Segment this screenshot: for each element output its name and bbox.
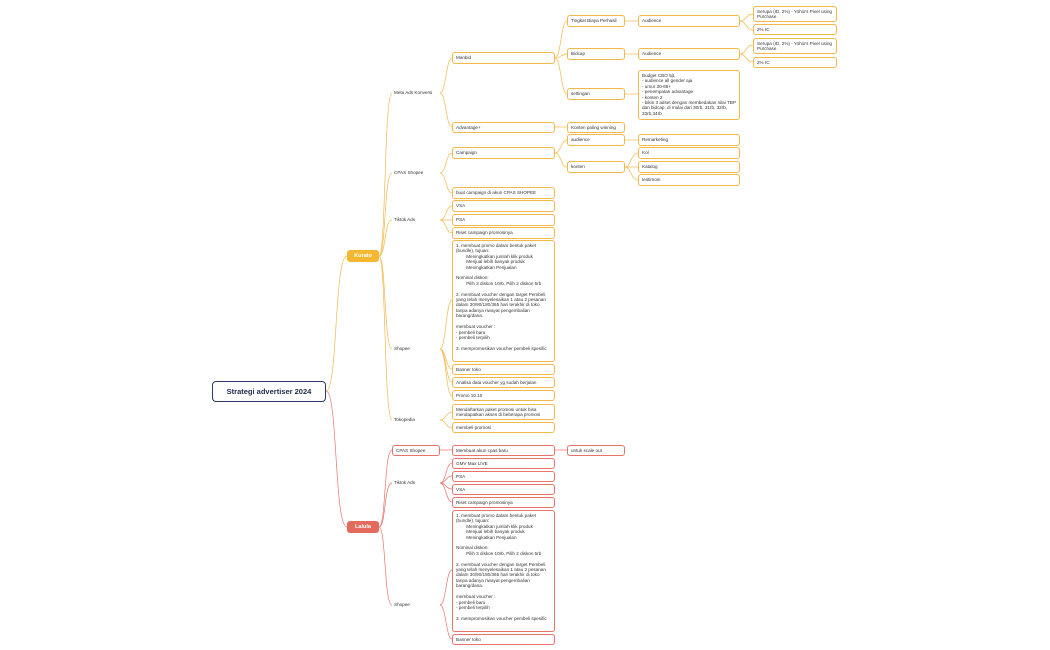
shopee-node[interactable]: Shopee — [394, 346, 410, 351]
scale-out-node[interactable]: untuk scale out — [567, 445, 625, 456]
audience-node[interactable]: audience — [567, 134, 625, 146]
manbid-node[interactable]: Manbid — [452, 52, 555, 64]
psa-node[interactable]: PSA — [452, 214, 555, 226]
analisa-node[interactable]: Analisa data voucher yg sudah berjalan — [452, 377, 555, 388]
lalula-vsa-node[interactable]: VSA — [452, 484, 555, 495]
membeli-promosi-node[interactable]: membeli promosi — [452, 422, 555, 433]
lalula-tiktok-node[interactable]: Tiktok Ads — [394, 480, 416, 485]
tingkat-biaya-node[interactable]: Tingkat Biaya Perhasil — [567, 15, 625, 27]
promo-text-node[interactable]: 1. membuat promo dalam bentuk paket (bun… — [452, 240, 555, 362]
lalula-cpas-node[interactable]: CPAS Shopee — [392, 445, 440, 456]
cpas-shopee-node[interactable]: CPAS Shopee — [394, 170, 424, 175]
promo-1010-node[interactable]: Promo 10.10 — [452, 390, 555, 401]
konten-winning-node[interactable]: Konten paling winning — [567, 122, 625, 133]
kurato-node[interactable]: Kurato — [347, 250, 379, 262]
advantage-node[interactable]: Advantage+ — [452, 122, 555, 133]
membuat-akun-node[interactable]: Membuat akun cpas baru — [452, 445, 555, 456]
audience-node[interactable]: Audience — [638, 48, 740, 60]
testimoni-node[interactable]: testimoni — [638, 174, 740, 186]
tokopedia-node[interactable]: Tokopedia — [394, 417, 415, 422]
lalula-banner-node[interactable]: Banner toko — [452, 634, 555, 645]
mendaftarkan-node[interactable]: Mendaftarkan paket promosi untuk bisa me… — [452, 404, 555, 420]
ic-node[interactable]: 2% IC — [753, 24, 837, 35]
audience-node[interactable]: Audience — [638, 15, 740, 27]
meta-ads-node[interactable]: Meta Ads Konversi — [394, 90, 433, 95]
gmv-node[interactable]: GMV Max LIVE — [452, 458, 555, 469]
ic-node[interactable]: 2% IC — [753, 57, 837, 68]
katalog-node[interactable]: Katalog — [638, 161, 740, 173]
serupa-node[interactable]: Serupa (ID, 2%) - Yohio's Pixel using Pu… — [753, 6, 837, 22]
riset-node[interactable]: Riset campaign promosinya — [452, 227, 555, 239]
lalula-shopee-node[interactable]: Shopee — [394, 602, 410, 607]
serupa-node[interactable]: Serupa (ID, 2%) - Yohio's Pixel using Pu… — [753, 38, 837, 54]
konten-node[interactable]: konten — [567, 161, 625, 173]
campaign-node[interactable]: Campaign — [452, 147, 555, 159]
lalula-riset-node[interactable]: Riset campaign promosinya — [452, 497, 555, 508]
remarketing-node[interactable]: Remarketing — [638, 134, 740, 146]
tiktok-ads-node[interactable]: Tiktok Ads — [394, 217, 416, 222]
root-node[interactable]: Strategi advertiser 2024 — [212, 381, 326, 402]
buat-campaign-node[interactable]: buat campaign di akun CPAS SHOPEE — [452, 187, 555, 199]
vsa-node[interactable]: VSA — [452, 200, 555, 212]
settingan-node[interactable]: settingan — [567, 88, 625, 100]
lalula-node[interactable]: Lalula — [347, 521, 379, 533]
kol-node[interactable]: Kol — [638, 147, 740, 159]
lalula-promo-text-node[interactable]: 1. membuat promo dalam bentuk paket (bun… — [452, 510, 555, 632]
lalula-psa-node[interactable]: PSA — [452, 471, 555, 482]
banner-node[interactable]: Banner toko — [452, 364, 555, 375]
bidcap-node[interactable]: Bidcap — [567, 48, 625, 60]
budget-node[interactable]: Budget CBO 5jt, - audience all gender aj… — [638, 70, 740, 120]
